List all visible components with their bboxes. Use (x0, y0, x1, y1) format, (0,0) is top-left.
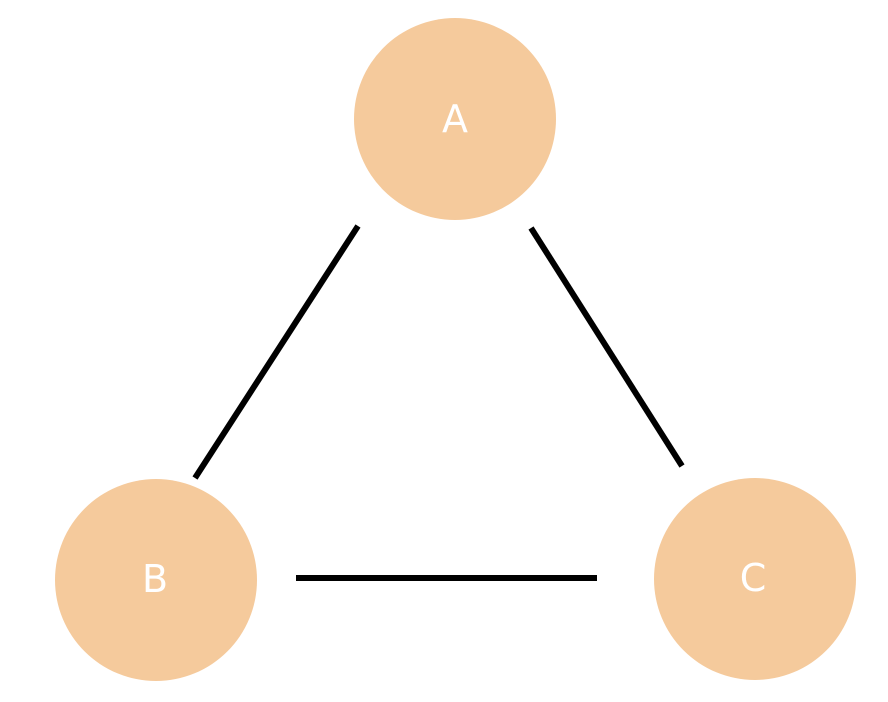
graph-node-c-label: C (740, 556, 767, 600)
graph-node-b[interactable]: B (55, 479, 257, 681)
graph-node-a-circle[interactable] (354, 18, 556, 220)
graph-node-a-label: A (442, 97, 468, 141)
graph-edge-a-c[interactable] (528, 226, 685, 468)
node-layer: A B C (55, 18, 856, 681)
graph-node-c[interactable]: C (654, 478, 856, 680)
graph-node-c-circle[interactable] (654, 478, 856, 680)
graph-node-b-circle[interactable] (55, 479, 257, 681)
edge-layer (192, 224, 685, 581)
graph-node-a[interactable]: A (354, 18, 556, 220)
graph-edge-a-b[interactable] (192, 224, 361, 480)
graph-node-b-label: B (142, 557, 168, 601)
